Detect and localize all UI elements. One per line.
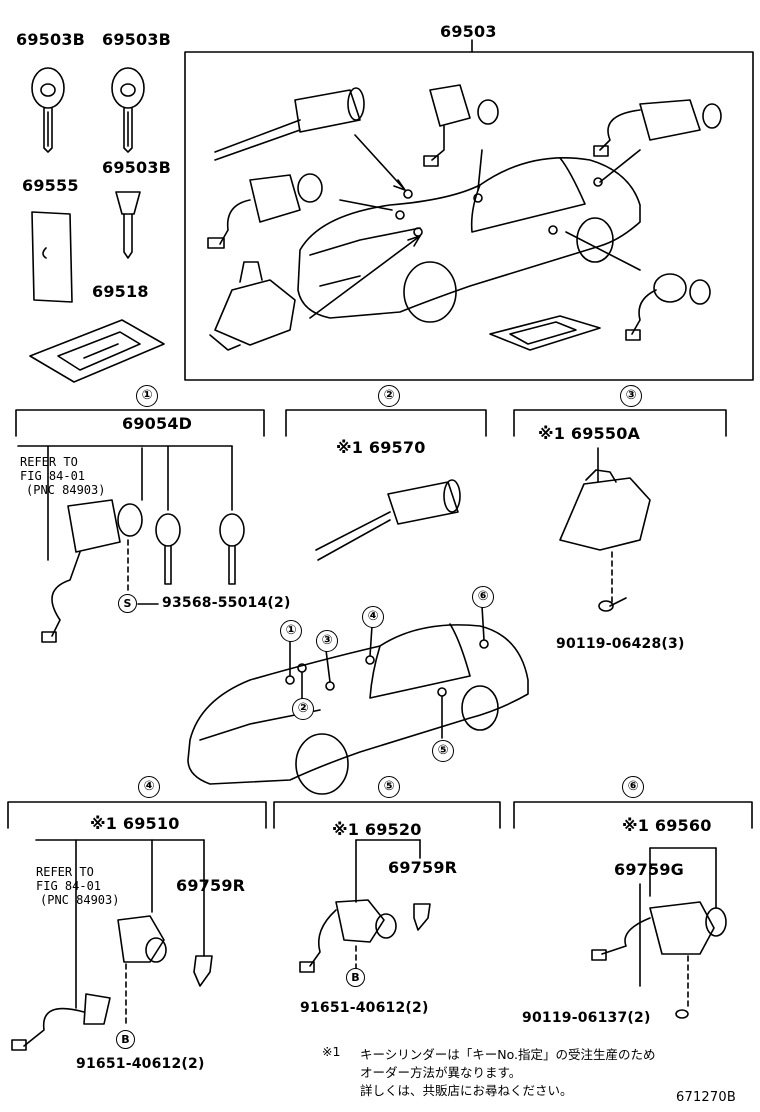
refer-line-1: REFER TO [20, 455, 78, 469]
screw-marker: S [118, 594, 137, 613]
car-callout-3: ③ [316, 630, 338, 652]
section-5-marker: ⑤ [378, 776, 400, 798]
bolt-part-number-section-6: 90119-06137(2) [522, 1010, 651, 1026]
figure-code: 671270B [676, 1090, 736, 1105]
column-lock-icon [423, 84, 499, 167]
part-number-key-b: 69503B [102, 30, 172, 49]
holder-plate-icon [489, 315, 601, 351]
bracket-section-6 [513, 801, 753, 829]
ignition-cylinder-icon [315, 479, 461, 561]
bracket-section-2 [285, 409, 487, 437]
bracket-section-3 [513, 409, 727, 437]
part-number-section-6: ※1 69560 [622, 816, 712, 835]
lever-icon [413, 903, 431, 931]
door-lock-cylinder-icon [117, 915, 167, 963]
lever-icon [193, 955, 213, 987]
section-3-marker: ③ [620, 385, 642, 407]
trunk-lock-icon [591, 901, 727, 961]
trunk-lock-icon [625, 273, 711, 341]
bolt-part-number-section-4: 91651-40612(2) [76, 1056, 205, 1072]
screw-part-number: 93568-55014(2) [162, 595, 291, 611]
car-callout-5: ⑤ [432, 740, 454, 762]
section-2-marker: ② [378, 385, 400, 407]
car-callout-1: ① [280, 620, 302, 642]
part-number-section-1: 69054D [122, 414, 193, 433]
car-outline-main [187, 623, 529, 795]
key-icon [111, 67, 145, 153]
bracket-section-1 [15, 409, 265, 437]
sub-part-number-section-6: 69759G [614, 860, 684, 879]
part-number-assembly: 69503 [440, 22, 497, 41]
part-number-section-5: ※1 69520 [332, 820, 422, 839]
footnote-line-3: 詳しくは、共販店にお尋ねください。 [360, 1083, 573, 1098]
key-icon [155, 513, 181, 585]
door-lock-icon [593, 99, 722, 157]
sub-part-number-section-5: 69759R [388, 858, 458, 877]
door-lock-cylinder-icon [41, 499, 143, 643]
car-callout-4: ④ [362, 606, 384, 628]
bolt-icon [675, 1009, 689, 1019]
refer-line-2: FIG 84-01 [20, 469, 86, 483]
section-4-marker: ④ [138, 776, 160, 798]
car-callout-2: ② [292, 698, 314, 720]
refer-line-2-section-4: FIG 84-01 [36, 879, 102, 893]
ignition-cylinder-icon [214, 87, 365, 161]
part-number-section-3: ※1 69550A [538, 424, 641, 443]
refer-line-3-section-4: (PNC 84903) [40, 893, 120, 907]
bolt-part-number-section-3: 90119-06428(3) [556, 636, 685, 652]
section-6-marker: ⑥ [622, 776, 644, 798]
car-outline-top [297, 157, 641, 323]
part-number-holder: 69518 [92, 282, 149, 301]
switch-assembly-icon [559, 469, 651, 551]
wire-connector-icon [11, 993, 111, 1051]
refer-line-3: (PNC 84903) [26, 483, 106, 497]
footnote-line-1: キーシリンダーは「キーNo.指定」の受注生産のため [360, 1047, 656, 1062]
assembly-frame [184, 51, 754, 381]
bolt-part-number-section-5: 91651-40612(2) [300, 1000, 429, 1016]
door-lock-cylinder-icon [299, 899, 397, 973]
part-number-key-a: 69503B [16, 30, 86, 49]
sub-part-number-section-4: 69759R [176, 876, 246, 895]
key-blank-icon [115, 191, 141, 259]
part-number-section-4: ※1 69510 [90, 814, 180, 833]
plate-icon [31, 211, 73, 303]
bracket-section-4 [7, 801, 267, 829]
car-callout-6: ⑥ [472, 586, 494, 608]
part-number-key-blank: 69503B [102, 158, 172, 177]
section-1-marker: ① [136, 385, 158, 407]
bracket-section-5 [273, 801, 501, 829]
footnote-mark: ※1 [322, 1044, 341, 1059]
b-marker-section-4: B [116, 1030, 135, 1049]
lock-assembly-icon [207, 173, 323, 249]
key-icon [31, 67, 65, 153]
part-number-section-2: ※1 69570 [336, 438, 426, 457]
switch-assembly-icon [209, 261, 296, 351]
footnote-line-2: オーダー方法が異なります。 [360, 1065, 522, 1080]
part-number-plate: 69555 [22, 176, 79, 195]
b-marker-section-5: B [346, 968, 365, 987]
refer-line-1-section-4: REFER TO [36, 865, 94, 879]
holder-icon [29, 319, 165, 383]
key-icon [219, 513, 245, 585]
bolt-icon [598, 597, 627, 612]
